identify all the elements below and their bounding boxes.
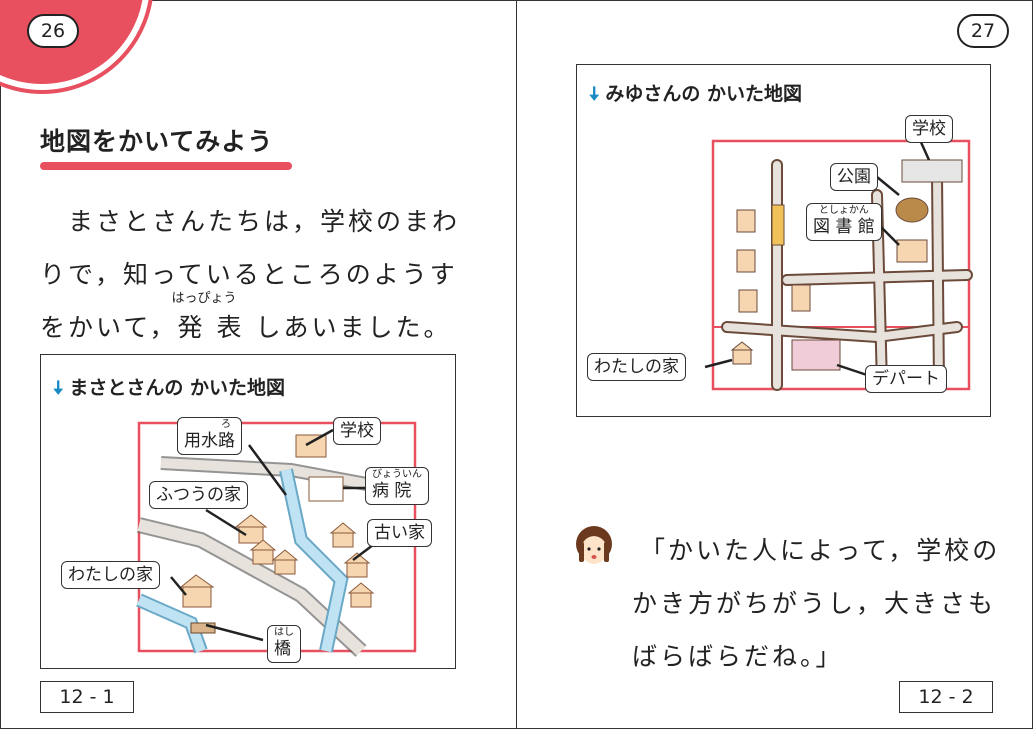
masato-map-title: 🠇まさとさんの かいた地図 bbox=[53, 377, 286, 399]
down-arrow-icon: 🠇 bbox=[589, 83, 600, 105]
body-text-line-1: まさとさんたちは，学校のまわ bbox=[68, 207, 461, 236]
label-yousuiro: ろ用水路 bbox=[177, 417, 242, 455]
label-futsuu-no-ie: ふつうの家 bbox=[149, 481, 248, 509]
masato-map-drawing bbox=[136, 421, 417, 657]
quote-line-2: かき方がちがうし，大きさも bbox=[632, 589, 997, 618]
label-watashi-no-ie-masato: わたしの家 bbox=[61, 561, 160, 589]
label-watashi-no-ie-miyu: わたしの家 bbox=[587, 353, 686, 381]
footer-left: 12 - 1 bbox=[40, 681, 134, 713]
label-kouen: 公園 bbox=[830, 163, 878, 191]
label-depaato: デパート bbox=[865, 365, 947, 393]
section-heading: 地図をかいてみよう bbox=[40, 127, 274, 156]
label-furui-ie: 古い家 bbox=[367, 519, 432, 547]
body-text-line-2: りで，知っているところのようす bbox=[40, 260, 458, 289]
masato-map-panel: 🠇まさとさんの かいた地図 ろ用水路 学校 bbox=[40, 354, 456, 669]
label-toshokan: としょかん図 書 館 bbox=[806, 203, 882, 241]
page-number-left: 26 bbox=[27, 14, 79, 48]
miyu-map-title: 🠇みゆさんの かいた地図 bbox=[589, 83, 803, 105]
page-number-right: 27 bbox=[957, 14, 1009, 48]
down-arrow-icon: 🠇 bbox=[53, 377, 64, 399]
girl-avatar-icon bbox=[574, 524, 614, 572]
heading-underline bbox=[40, 162, 292, 170]
label-byouin: びょういん病 院 bbox=[365, 467, 429, 505]
label-hashi: はし橋 bbox=[267, 625, 301, 663]
footer-right: 12 - 2 bbox=[899, 681, 993, 713]
miyu-map-panel: 🠇みゆさんの かいた地図 bbox=[576, 64, 991, 417]
page-gutter bbox=[516, 0, 517, 729]
quote-line-3: ばらばらだね。」 bbox=[632, 642, 844, 671]
page-corner-decoration bbox=[0, 0, 155, 95]
label-gakkou-miyu: 学校 bbox=[905, 115, 953, 143]
body-text-line-3: をかいて，はっぴょう発 表 しあいました。 bbox=[40, 291, 452, 342]
ruby-happyou: はっぴょう発 表 bbox=[171, 291, 245, 342]
quote-line-1: 「かいた人によって，学校の bbox=[640, 536, 1001, 565]
label-gakkou-masato: 学校 bbox=[333, 417, 381, 445]
